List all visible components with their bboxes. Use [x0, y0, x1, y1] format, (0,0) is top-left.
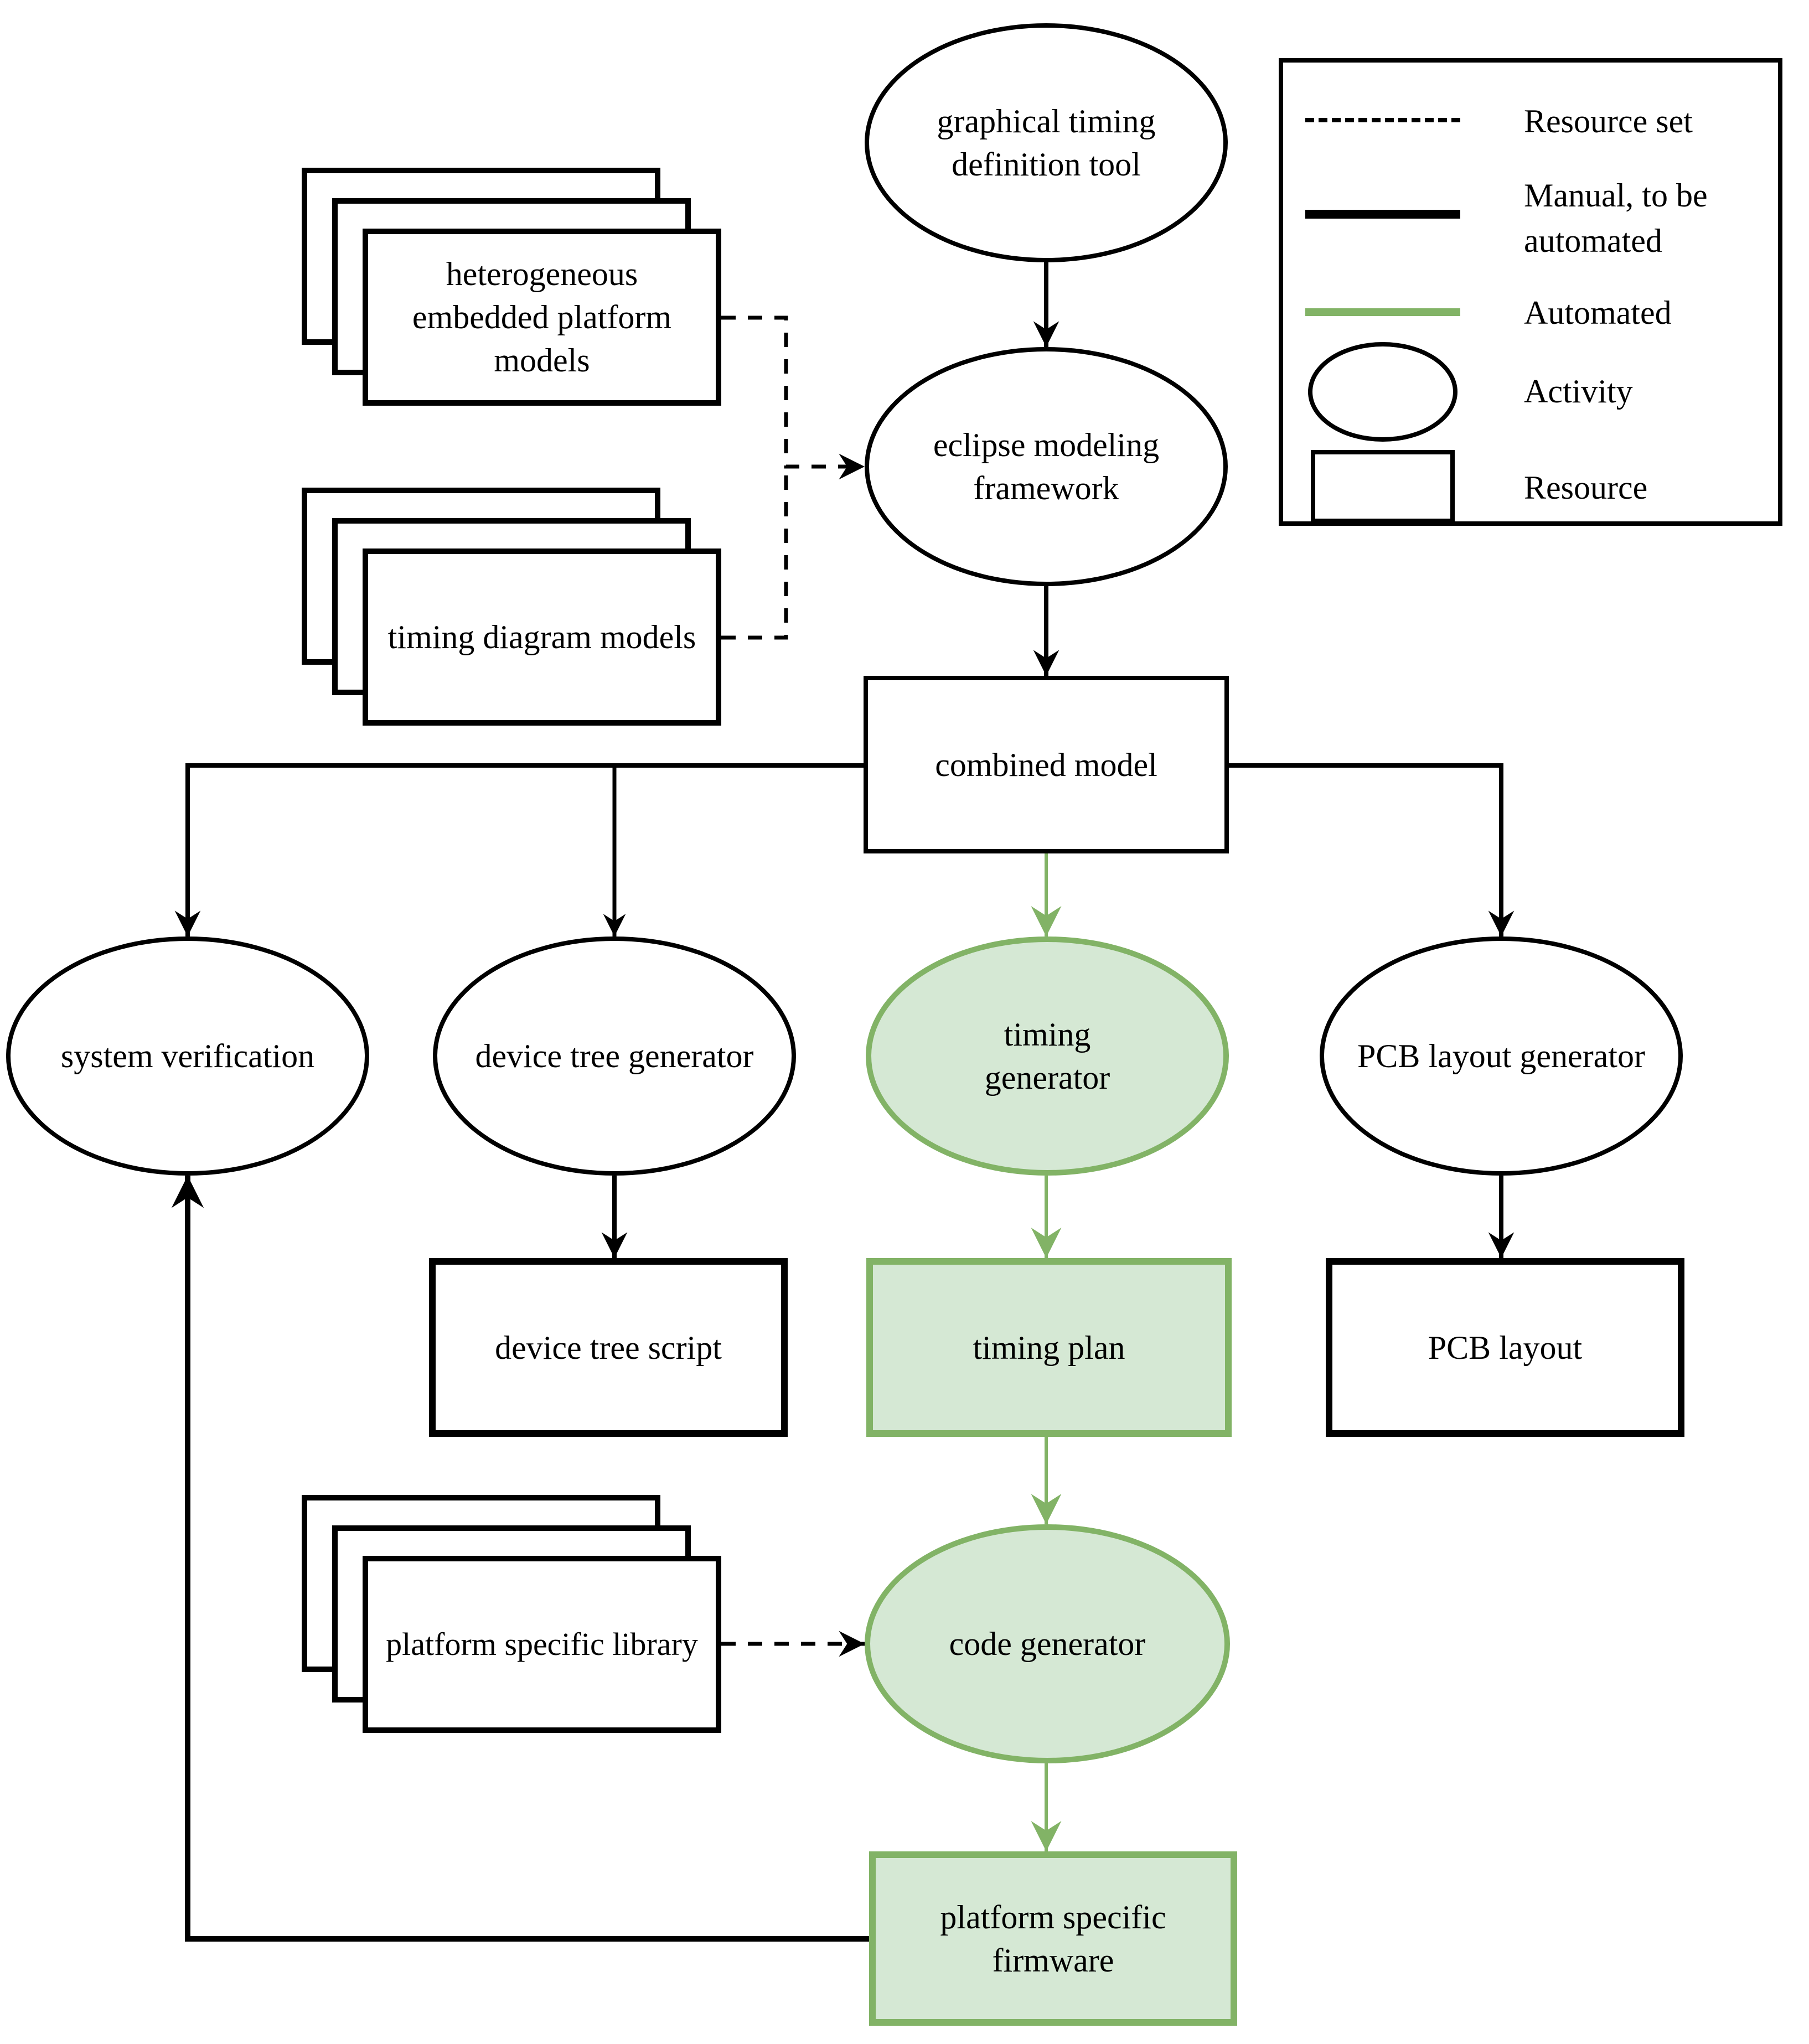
- node-system-verification: system verification: [6, 936, 369, 1176]
- node-label: timing diagram models: [387, 619, 696, 655]
- node-label: heterogeneous embedded platform models: [412, 256, 672, 379]
- legend-activity-shape: [1308, 342, 1457, 442]
- node-device-tree-generator: device tree generator: [433, 936, 796, 1176]
- node-device-tree-script: device tree script: [429, 1258, 788, 1437]
- node-label: system verification: [60, 1038, 315, 1074]
- node-eclipse-modeling-framework: eclipse modeling framework: [865, 347, 1228, 586]
- node-pcb-layout: PCB layout: [1326, 1258, 1684, 1437]
- node-timing-plan: timing plan: [866, 1258, 1232, 1437]
- node-code-generator: code generator: [865, 1524, 1230, 1763]
- node-label: combined model: [935, 746, 1157, 783]
- dashed-timing-diagram-models-to-emf: [721, 467, 788, 640]
- node-label: platform specific library: [386, 1626, 698, 1662]
- legend-label-activity: Activity: [1524, 373, 1633, 410]
- node-timing-generator: timing generator: [866, 936, 1229, 1176]
- legend-label-automated: Automated: [1524, 294, 1672, 331]
- stack-layer-front: heterogeneous embedded platform models: [363, 229, 721, 406]
- node-platform-specific-firmware: platform specific firmware: [869, 1851, 1237, 2026]
- node-label: device tree script: [495, 1329, 722, 1366]
- legend-resource-shape: [1311, 450, 1455, 523]
- arrow-combined-to-system-verification: [174, 763, 864, 936]
- node-label: PCB layout generator: [1357, 1038, 1645, 1074]
- legend: Resource set Manual, to be automated Aut…: [1279, 58, 1782, 526]
- legend-label-resource: Resource: [1524, 469, 1648, 506]
- stack-layer-front: timing diagram models: [363, 548, 721, 726]
- node-combined-model: combined model: [864, 676, 1229, 853]
- stack-layer-front: platform specific library: [363, 1556, 721, 1733]
- stack-platform-specific-library: platform specific library: [302, 1495, 721, 1733]
- arrow-combined-to-pcb-layout-generator: [1229, 763, 1515, 936]
- node-label: platform specific firmware: [940, 1898, 1166, 1979]
- legend-automated-line: [1305, 308, 1460, 316]
- node-label: PCB layout: [1428, 1329, 1583, 1366]
- legend-label-resource-set: Resource set: [1524, 103, 1693, 139]
- node-label: timing plan: [973, 1329, 1125, 1366]
- node-label: eclipse modeling framework: [933, 427, 1160, 506]
- node-label: timing generator: [984, 1016, 1110, 1096]
- stack-heterogeneous-embedded-platform-models: heterogeneous embedded platform models: [302, 168, 721, 406]
- legend-resource-set-line: [1305, 118, 1460, 122]
- legend-manual-line: [1305, 210, 1460, 219]
- node-label: device tree generator: [475, 1038, 754, 1074]
- node-label: graphical timing definition tool: [937, 103, 1156, 183]
- legend-label-manual: Manual, to be automated: [1524, 177, 1708, 259]
- node-graphical-timing-definition-tool: graphical timing definition tool: [865, 23, 1228, 262]
- node-label: code generator: [949, 1626, 1146, 1662]
- arrow-firmware-to-system-verification: [171, 1176, 869, 1942]
- stack-timing-diagram-models: timing diagram models: [302, 488, 721, 726]
- dashed-heterogeneous-models-to-emf: [721, 315, 865, 480]
- node-pcb-layout-generator: PCB layout generator: [1320, 936, 1683, 1176]
